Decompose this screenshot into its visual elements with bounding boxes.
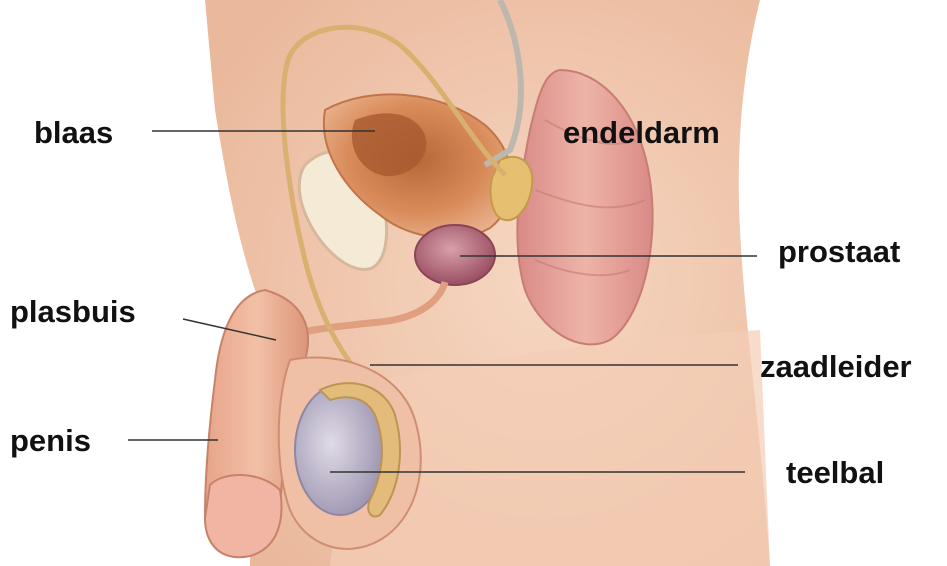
- label-blaas: blaas: [34, 117, 113, 148]
- label-prostaat: prostaat: [778, 236, 900, 267]
- label-plasbuis: plasbuis: [10, 296, 136, 327]
- label-zaadleider: zaadleider: [760, 351, 912, 382]
- label-endeldarm: endeldarm: [563, 117, 720, 148]
- label-penis: penis: [10, 425, 91, 456]
- prostate: [415, 225, 495, 285]
- glans: [205, 475, 281, 557]
- label-teelbal: teelbal: [786, 457, 884, 488]
